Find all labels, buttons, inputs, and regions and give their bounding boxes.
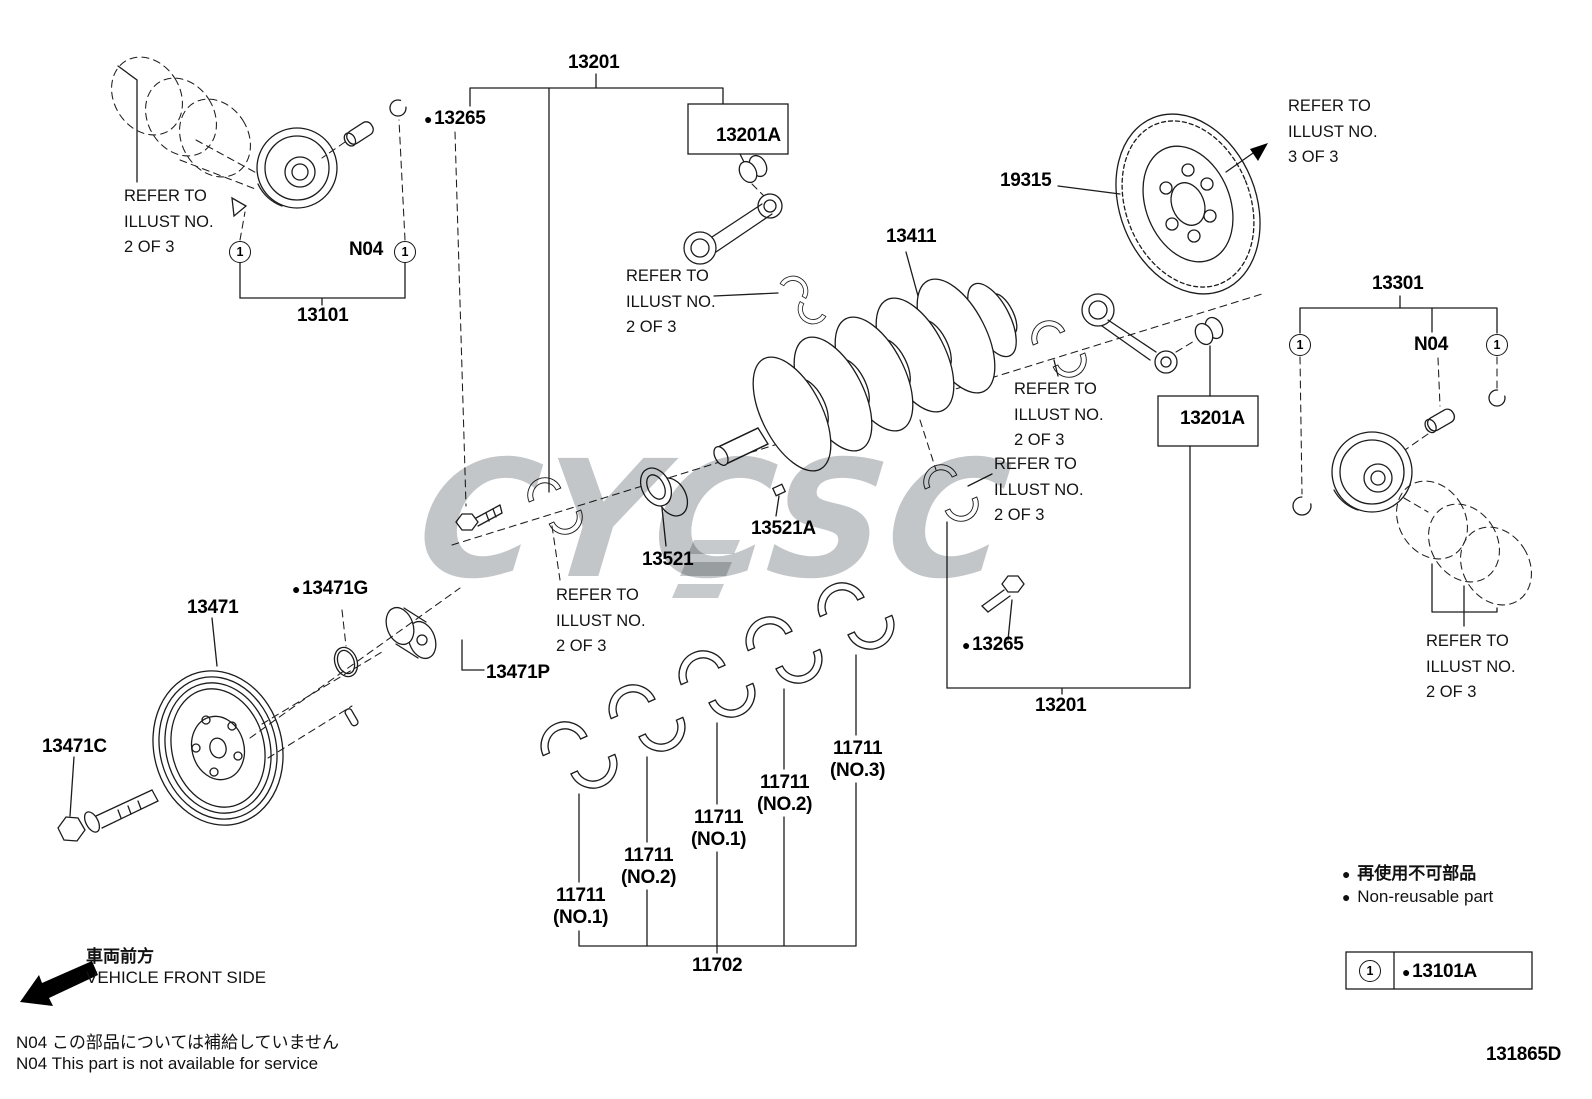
refer-line: REFER TO — [626, 267, 709, 285]
refer-line: ILLUST NO. — [1288, 122, 1378, 141]
callout-13265-bottom: ●13265 — [962, 634, 1024, 656]
part-number: 13265 — [972, 634, 1024, 655]
vehicle-front-en: VEHICLE FRONT SIDE — [86, 968, 267, 987]
callout-11711-no1b-pos: (NO.1) — [691, 829, 747, 850]
refer-line: ILLUST NO. — [1426, 657, 1516, 676]
callout-13201-bottom: 13201 — [1035, 695, 1087, 716]
legend-box-part: ●13101A — [1402, 961, 1477, 983]
callout-13471: 13471 — [187, 597, 239, 618]
refer-note-rod-left: REFER TO ILLUST NO. 2 OF 3 — [626, 264, 716, 341]
callout-11711-no2a: 11711 — [624, 845, 674, 866]
circled-1-marker: 1 — [229, 241, 251, 263]
circled-1-marker: 1 — [1486, 334, 1508, 356]
callout-13521: 13521 — [642, 549, 694, 570]
callout-11702: 11702 — [692, 955, 743, 976]
piston-assembly-left — [111, 56, 407, 306]
callout-11711-no1a-pos: (NO.1) — [553, 907, 609, 928]
flywheel — [1057, 113, 1268, 295]
crankshaft — [713, 251, 1018, 472]
callout-11711-no3: 11711 — [833, 738, 883, 759]
legend-en: ● Non-reusable part — [1342, 887, 1493, 907]
refer-line: REFER TO — [994, 455, 1077, 473]
connecting-rod-right — [1025, 293, 1259, 447]
part-number: 13101A — [1412, 961, 1477, 982]
refer-note-rings-right: REFER TO ILLUST NO. 2 OF 3 — [1426, 629, 1516, 706]
refer-line: REFER TO — [124, 187, 207, 205]
part-number: 13471G — [302, 578, 368, 599]
circled-1-marker: 1 — [1289, 334, 1311, 356]
footnote-en: N04 This part is not available for servi… — [16, 1054, 319, 1073]
vehicle-front-arrow — [20, 961, 98, 1006]
refer-line: ILLUST NO. — [124, 212, 214, 231]
refer-line: ILLUST NO. — [994, 480, 1084, 499]
callout-13301: 13301 — [1372, 273, 1424, 294]
non-reusable-dot: ● — [1342, 866, 1351, 882]
crank-pulley — [57, 587, 485, 842]
callout-11711-no3-pos: (NO.3) — [830, 760, 886, 781]
refer-line: 2 OF 3 — [556, 637, 607, 656]
watermark-bars — [672, 540, 740, 598]
footnote-jp: N04 この部品については補給していません — [16, 1033, 340, 1052]
crank-bolt-left — [455, 504, 503, 531]
callout-11711-no1b: 11711 — [694, 807, 744, 828]
callout-19315: 19315 — [1000, 170, 1052, 191]
refer-line: ILLUST NO. — [1014, 405, 1104, 424]
non-reusable-dot: ● — [962, 637, 971, 653]
refer-note-13521: REFER TO ILLUST NO. 2 OF 3 — [556, 583, 646, 660]
callout-11711-no2a-pos: (NO.2) — [621, 867, 677, 888]
refer-note-piston-left: REFER TO ILLUST NO. 2 OF 3 — [124, 184, 214, 261]
callout-13471p: 13471P — [486, 662, 550, 683]
callout-11711-no2b-pos: (NO.2) — [757, 794, 813, 815]
refer-line: 2 OF 3 — [1426, 683, 1477, 702]
callout-n04-right: N04 — [1414, 334, 1448, 355]
non-reusable-dot: ● — [1342, 889, 1351, 905]
refer-line: REFER TO — [556, 586, 639, 604]
callout-13521a: 13521A — [751, 518, 816, 539]
refer-line: REFER TO — [1014, 380, 1097, 398]
callout-11711-no2b: 11711 — [760, 772, 810, 793]
circled-1-marker: 1 — [394, 241, 416, 263]
callout-13201a-top: 13201A — [716, 125, 781, 146]
callout-11711-no1a: 11711 — [556, 885, 606, 906]
non-reusable-dot: ● — [424, 111, 433, 127]
non-reusable-dot: ● — [1402, 964, 1411, 980]
refer-line: 2 OF 3 — [124, 238, 175, 257]
vehicle-front-jp: 車両前方 — [86, 947, 154, 966]
callout-13201-top: 13201 — [568, 52, 620, 73]
main-bearing-sets — [532, 574, 903, 954]
callout-13101: 13101 — [297, 305, 349, 326]
part-number: 13265 — [434, 108, 486, 129]
refer-line: 2 OF 3 — [626, 318, 677, 337]
refer-note-flywheel: REFER TO ILLUST NO. 3 OF 3 — [1288, 94, 1378, 171]
refer-line: 2 OF 3 — [1014, 431, 1065, 450]
callout-13201a-right: 13201A — [1180, 408, 1245, 429]
refer-line: 2 OF 3 — [994, 506, 1045, 525]
legend-en-text: Non-reusable part — [1357, 887, 1494, 906]
refer-line: 3 OF 3 — [1288, 148, 1339, 167]
refer-line: ILLUST NO. — [626, 292, 716, 311]
bearing-shells-left — [521, 471, 589, 581]
thrust-washer-13521 — [639, 467, 787, 547]
legend-jp: ● 再使用不可部品 — [1342, 859, 1476, 884]
circled-1-legend: 1 — [1359, 960, 1381, 982]
legend-jp-text: 再使用不可部品 — [1357, 864, 1477, 883]
refer-note-mid-upper: REFER TO ILLUST NO. 2 OF 3 — [1014, 377, 1104, 454]
refer-line: ILLUST NO. — [556, 611, 646, 630]
callout-n04-left: N04 — [349, 239, 383, 260]
callout-13471g: ●13471G — [292, 578, 368, 600]
bearing-shells-right — [917, 419, 1191, 695]
refer-line: REFER TO — [1288, 97, 1371, 115]
refer-note-mid-lower: REFER TO ILLUST NO. 2 OF 3 — [994, 452, 1084, 529]
piston-assembly-right — [1292, 295, 1532, 627]
callout-13411: 13411 — [886, 226, 937, 247]
connecting-rod-top — [683, 154, 827, 330]
top-bracket-13201 — [454, 73, 789, 507]
callout-13265-top: ●13265 — [424, 108, 486, 130]
non-reusable-dot: ● — [292, 581, 301, 597]
legend-box — [1345, 951, 1533, 990]
doc-number: 131865D — [1486, 1044, 1562, 1065]
callout-13471c: 13471C — [42, 736, 107, 757]
refer-line: REFER TO — [1426, 632, 1509, 650]
